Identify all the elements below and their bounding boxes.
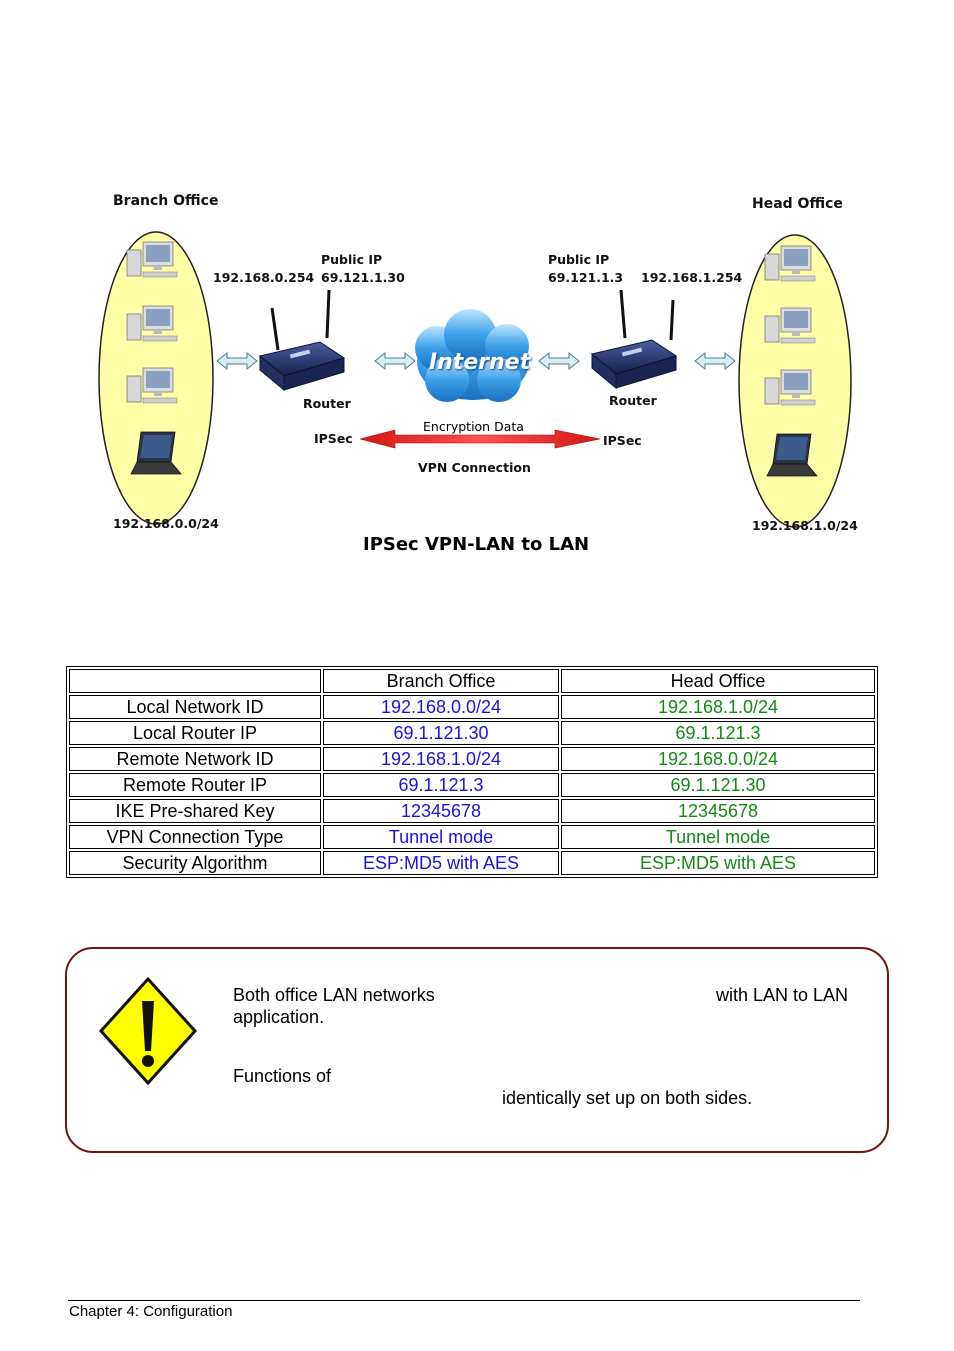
- branch-subnet-label: 192.168.0.0/24: [113, 516, 219, 531]
- table-row: Security Algorithm ESP:MD5 with AES ESP:…: [69, 851, 875, 875]
- internet-label: Internet: [429, 350, 531, 375]
- branch-value: ESP:MD5 with AES: [323, 851, 559, 875]
- row-label: Remote Network ID: [69, 747, 321, 771]
- row-label: IKE Pre-shared Key: [69, 799, 321, 823]
- branch-value: 192.168.1.0/24: [323, 747, 559, 771]
- head-value: 192.168.0.0/24: [561, 747, 875, 771]
- branch-value: 69.1.121.30: [323, 721, 559, 745]
- table-header-cell: Head Office: [561, 669, 875, 693]
- router-right-label: Router: [609, 393, 657, 408]
- footer-chapter: Chapter 4: Configuration: [69, 1303, 233, 1320]
- table-row: IKE Pre-shared Key 12345678 12345678: [69, 799, 875, 823]
- head-value: 69.1.121.3: [561, 721, 875, 745]
- encryption-data-label: Encryption Data: [423, 419, 524, 434]
- branch-public-ip: 69.121.1.30: [321, 270, 405, 285]
- head-value: 192.168.1.0/24: [561, 695, 875, 719]
- branch-value: 192.168.0.0/24: [323, 695, 559, 719]
- row-label: Local Router IP: [69, 721, 321, 745]
- row-label: VPN Connection Type: [69, 825, 321, 849]
- warning-icon: [98, 977, 198, 1085]
- note-line3: Functions of: [233, 1066, 332, 1086]
- note-line4: identically set up on both sides.: [502, 1088, 753, 1108]
- head-value: 12345678: [561, 799, 875, 823]
- ipsec-right-label: IPSec: [603, 433, 642, 448]
- table-row: Remote Router IP 69.1.121.3 69.1.121.30: [69, 773, 875, 797]
- row-label: Remote Router IP: [69, 773, 321, 797]
- ipsec-left-label: IPSec: [314, 431, 353, 446]
- table-header-row: Branch Office Head Office: [69, 669, 875, 693]
- internet-cloud-icon: [415, 309, 529, 402]
- encryption-arrow: [359, 429, 601, 449]
- branch-value: 12345678: [323, 799, 559, 823]
- table-row: VPN Connection Type Tunnel mode Tunnel m…: [69, 825, 875, 849]
- table-header-cell: [69, 669, 321, 693]
- note-line1-start: Both office LAN networks: [233, 985, 435, 1005]
- head-value: Tunnel mode: [561, 825, 875, 849]
- note-line1-end: with LAN to LAN: [716, 985, 849, 1005]
- diagram-caption: IPSec VPN-LAN to LAN: [363, 534, 590, 555]
- table-row: Local Network ID 192.168.0.0/24 192.168.…: [69, 695, 875, 719]
- head-subnet-label: 192.168.1.0/24: [752, 518, 858, 533]
- note-line2: application.: [233, 1007, 325, 1027]
- router-left-label: Router: [303, 396, 351, 411]
- head-public-label: Public IP: [548, 252, 610, 267]
- footer-divider: [68, 1300, 860, 1301]
- head-lan-ip: 192.168.1.254: [641, 270, 743, 285]
- row-label: Local Network ID: [69, 695, 321, 719]
- table-row: Local Router IP 69.1.121.30 69.1.121.3: [69, 721, 875, 745]
- table-row: Remote Network ID 192.168.1.0/24 192.168…: [69, 747, 875, 771]
- branch-public-label: Public IP: [321, 252, 383, 267]
- branch-lan-ip: 192.168.0.254: [213, 270, 315, 285]
- branch-value: Tunnel mode: [323, 825, 559, 849]
- head-value: ESP:MD5 with AES: [561, 851, 875, 875]
- note-box: [65, 947, 889, 1153]
- vpn-connection-label: VPN Connection: [418, 460, 531, 475]
- branch-value: 69.1.121.3: [323, 773, 559, 797]
- head-public-ip: 69.121.1.3: [548, 270, 624, 285]
- head-office-title: Head Office: [752, 196, 843, 212]
- vpn-settings-table: Branch Office Head Office Local Network …: [66, 666, 878, 878]
- head-value: 69.1.121.30: [561, 773, 875, 797]
- row-label: Security Algorithm: [69, 851, 321, 875]
- diagram-graphics: [98, 231, 852, 528]
- table-header-cell: Branch Office: [323, 669, 559, 693]
- vpn-diagram: Branch Office Head Office 192.168.0.254 …: [95, 190, 865, 565]
- branch-office-title: Branch Office: [113, 193, 219, 209]
